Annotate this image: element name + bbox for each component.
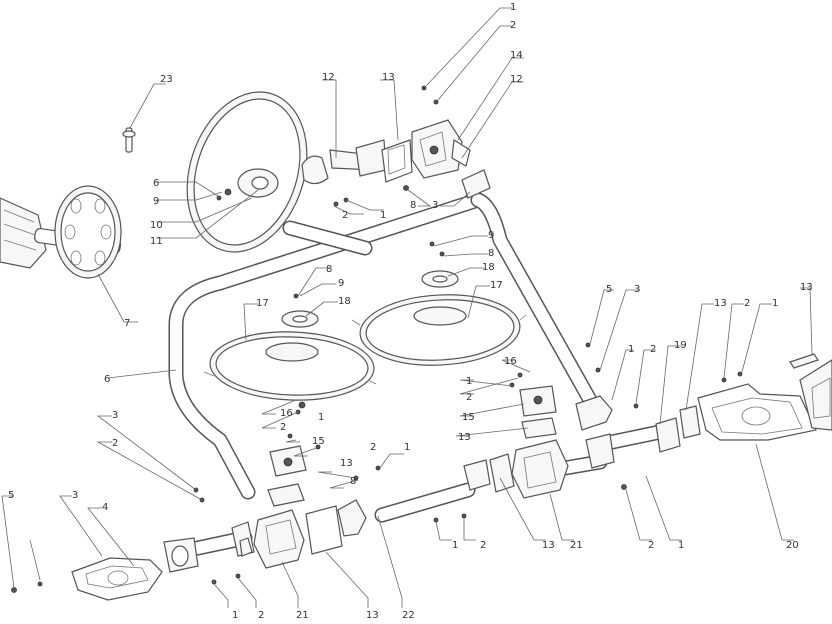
label-5-bottom-left: 5 [8, 490, 14, 501]
spindle-left [267, 433, 321, 507]
top-assembly [301, 85, 491, 207]
blade-disc-right [351, 294, 527, 366]
label-2-far-right: 2 [744, 298, 750, 309]
label-2-center: 2 [370, 442, 376, 453]
label-1-right: 1 [628, 344, 634, 355]
label-1-mid: 1 [380, 210, 386, 221]
label-20-bottom-right: 20 [786, 540, 799, 551]
label-13-bottom: 13 [366, 610, 379, 621]
label-2-bottom: 2 [258, 610, 264, 621]
blade-disc-left [203, 331, 377, 401]
pulley-wheel-small [54, 185, 122, 279]
label-5-right: 5 [606, 284, 612, 295]
label-13-center: 13 [458, 432, 471, 443]
mount-plates [281, 241, 459, 415]
label-9-left: 9 [338, 278, 344, 289]
label-15-right: 15 [462, 412, 475, 423]
label-3-left: 3 [112, 410, 118, 421]
label-2-bottom-center: 2 [480, 540, 486, 551]
label-8-center: 8 [350, 476, 356, 487]
gearbox-bottom-left [163, 499, 367, 573]
leader-lines [1, 7, 813, 608]
label-4-bottom-left: 4 [102, 502, 108, 513]
gearbox-bottom-center [433, 439, 569, 523]
label-16-left: 16 [280, 408, 293, 419]
label-2-mid: 2 [342, 210, 348, 221]
label-2-spindle-right: 2 [466, 392, 472, 403]
label-3-bottom-left: 3 [72, 490, 78, 501]
label-14-top: 14 [510, 50, 523, 61]
label-17-left: 17 [256, 298, 269, 309]
label-15-left: 15 [312, 436, 325, 447]
label-8-mid: 8 [410, 200, 416, 211]
label-21-bottom: 21 [296, 610, 309, 621]
label-13-far-right: 13 [800, 282, 813, 293]
spindle-right [509, 372, 557, 439]
label-2-spindle-left: 2 [280, 422, 286, 433]
label-8-right: 8 [488, 248, 494, 259]
label-21-bottom-center: 21 [570, 540, 583, 551]
label-13-left: 13 [340, 458, 353, 469]
label-6-wheel: 6 [153, 178, 159, 189]
label-1-bottom-right: 1 [678, 540, 684, 551]
cover-bottom-left [71, 557, 163, 601]
label-12-right: 12 [510, 74, 523, 85]
label-19-right: 19 [674, 340, 687, 351]
label-1-top: 1 [510, 2, 516, 13]
label-1-center: 1 [404, 442, 410, 453]
callout-labels: 23 6 9 10 11 7 12 13 1 2 14 12 2 1 8 3 9… [8, 2, 813, 621]
label-6-frame: 6 [104, 374, 110, 385]
label-10-wheel: 10 [150, 220, 163, 231]
label-12-top: 12 [322, 72, 335, 83]
label-7-pulley: 7 [124, 318, 130, 329]
label-16-right: 16 [504, 356, 517, 367]
label-22-bottom: 22 [402, 610, 415, 621]
label-2-top: 2 [510, 20, 516, 31]
label-13-right: 13 [714, 298, 727, 309]
label-2-right: 2 [650, 344, 656, 355]
label-13-bottom-center: 13 [542, 540, 555, 551]
large-wheel [186, 91, 308, 253]
label-1-spindle-left: 1 [318, 412, 324, 423]
bolt-23 [122, 127, 136, 153]
label-18-right: 18 [482, 262, 495, 273]
label-13-top: 13 [382, 72, 395, 83]
label-9-wheel: 9 [153, 196, 159, 207]
label-1-far-right: 1 [772, 298, 778, 309]
label-1-bottom-center: 1 [452, 540, 458, 551]
gearbox-right [575, 342, 832, 490]
label-2-bottom-right: 2 [648, 540, 654, 551]
label-1-spindle-right: 1 [466, 376, 472, 387]
label-3-right: 3 [634, 284, 640, 295]
label-17-right: 17 [490, 280, 503, 291]
label-11-wheel: 11 [150, 236, 163, 247]
label-8-left: 8 [326, 264, 332, 275]
label-3-mid: 3 [432, 200, 438, 211]
label-1-bottom: 1 [232, 610, 238, 621]
label-2-left: 2 [112, 438, 118, 449]
label-23-top: 23 [160, 74, 173, 85]
label-18-left: 18 [338, 296, 351, 307]
label-9-right: 9 [488, 230, 494, 241]
